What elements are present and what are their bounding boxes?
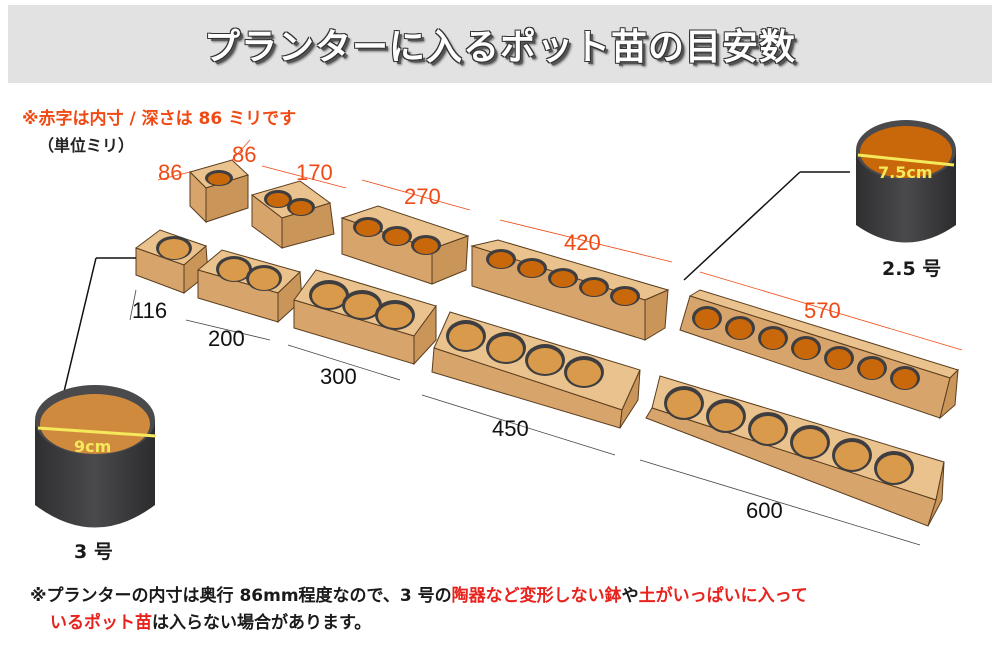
dim-86-width: 86: [158, 160, 182, 185]
footer-note: ※プランターの内寸は奥行 86mm程度なので、3 号の陶器など変形しない鉢や土が…: [30, 583, 808, 637]
planter-450: [431, 311, 641, 429]
diameter-arrow-icon: [37, 426, 157, 438]
dim-570: 570: [804, 298, 841, 323]
dim-300: 300: [320, 364, 357, 389]
unit-note: （単位ミリ）: [38, 136, 135, 155]
dim-200: 200: [208, 326, 245, 351]
page-title: プランターに入るポット苗の目安数: [203, 27, 796, 68]
pot-3-label: 3 号: [74, 541, 113, 563]
title-banner: プランターに入るポット苗の目安数: [8, 5, 992, 83]
pot-2-5-label: 2.5 号: [882, 258, 941, 280]
planter-116: [134, 229, 209, 295]
pot-3-go: 9cm 3 号: [35, 385, 157, 563]
dim-270: 270: [404, 184, 441, 209]
footer-line-2: いるポット苗は入らない場合があります。: [50, 613, 372, 633]
planter-200: [196, 249, 303, 324]
planter-600: [645, 375, 945, 527]
planter-270: [340, 205, 470, 285]
dim-420: 420: [564, 230, 601, 255]
dim-86-depth: 86: [232, 142, 256, 167]
black-dimension-lines: [129, 289, 921, 546]
planter-420: [470, 239, 670, 341]
planter-170: [250, 180, 335, 249]
planter-570: [679, 289, 959, 420]
dim-450: 450: [492, 416, 529, 441]
dim-600: 600: [746, 498, 783, 523]
footer-line-1: ※プランターの内寸は奥行 86mm程度なので、3 号の陶器など変形しない鉢や土が…: [30, 586, 808, 606]
planter-86: [189, 159, 249, 224]
diameter-arrow-icon: [857, 153, 955, 167]
dim-116: 116: [132, 298, 167, 323]
pot-3-diameter: 9cm: [74, 437, 111, 456]
dim-170: 170: [296, 160, 333, 185]
inner-dimension-note: ※赤字は内寸 / 深さは 86 ミリです: [22, 109, 297, 129]
planter-300: [293, 269, 437, 366]
pot-2-5-diameter: 7.5cm: [878, 163, 933, 182]
pot-2-5-go: 7.5cm 2.5 号: [856, 120, 956, 280]
red-dimension-lines: [157, 139, 963, 351]
